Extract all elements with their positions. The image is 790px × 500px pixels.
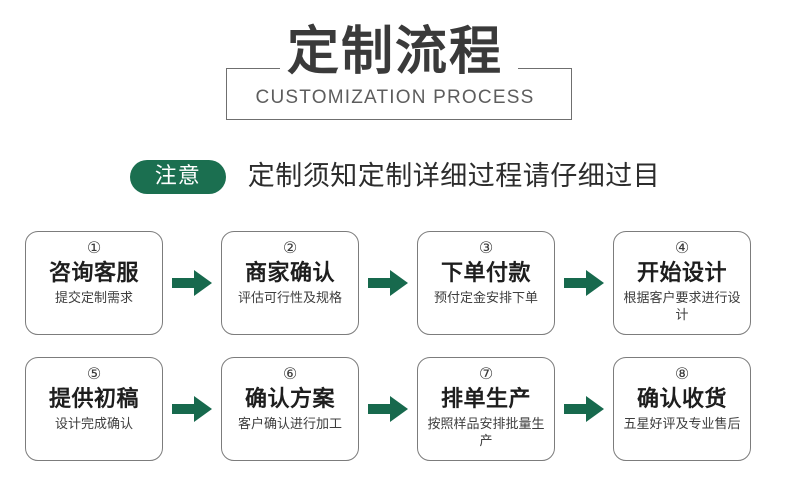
step-title: 确认收货 bbox=[636, 387, 727, 412]
step-row-2: ⑤ 提供初稿 设计完成确认 ⑥ 确认方案 客户确认进行加工 ⑦ 排单生产 按照样… bbox=[0, 354, 790, 464]
step-title: 开始设计 bbox=[636, 261, 727, 286]
step-number: ④ bbox=[674, 238, 690, 257]
arrow-right-icon bbox=[359, 394, 417, 424]
step-box-7[interactable]: ⑦ 排单生产 按照样品安排批量生产 bbox=[417, 357, 555, 461]
step-number: ③ bbox=[478, 238, 494, 257]
step-title: 商家确认 bbox=[244, 261, 335, 286]
step-number: ⑥ bbox=[282, 364, 298, 383]
arrow-right-icon bbox=[555, 394, 613, 424]
step-number: ⑤ bbox=[86, 364, 102, 383]
notice-text: 定制须知定制详细过程请仔细过目 bbox=[247, 161, 661, 192]
page-header: 定制流程 CUSTOMIZATION PROCESS bbox=[0, 0, 790, 140]
notice-bar: 注意 定制须知定制详细过程请仔细过目 bbox=[0, 155, 790, 199]
step-title: 提供初稿 bbox=[48, 387, 139, 412]
title-frame-gap bbox=[280, 62, 518, 76]
step-title: 下单付款 bbox=[440, 261, 531, 286]
process-steps: ① 咨询客服 提交定制需求 ② 商家确认 评估可行性及规格 ③ 下单付款 预付定… bbox=[0, 228, 790, 464]
step-title: 确认方案 bbox=[244, 387, 335, 412]
step-number: ⑧ bbox=[674, 364, 690, 383]
step-description: 提交定制需求 bbox=[54, 291, 133, 306]
step-description: 客户确认进行加工 bbox=[237, 417, 342, 432]
step-box-3[interactable]: ③ 下单付款 预付定金安排下单 bbox=[417, 231, 555, 335]
step-box-6[interactable]: ⑥ 确认方案 客户确认进行加工 bbox=[221, 357, 359, 461]
arrow-right-icon bbox=[163, 394, 221, 424]
step-description: 五星好评及专业售后 bbox=[623, 417, 741, 432]
step-box-5[interactable]: ⑤ 提供初稿 设计完成确认 bbox=[25, 357, 163, 461]
arrow-right-icon bbox=[555, 268, 613, 298]
status-badge: 注意 bbox=[129, 160, 226, 194]
step-description: 预付定金安排下单 bbox=[433, 291, 538, 306]
step-description: 按照样品安排批量生产 bbox=[427, 417, 545, 449]
step-row-1: ① 咨询客服 提交定制需求 ② 商家确认 评估可行性及规格 ③ 下单付款 预付定… bbox=[0, 228, 790, 338]
arrow-right-icon bbox=[359, 268, 417, 298]
step-box-1[interactable]: ① 咨询客服 提交定制需求 bbox=[25, 231, 163, 335]
step-description: 评估可行性及规格 bbox=[237, 291, 342, 306]
step-box-8[interactable]: ⑧ 确认收货 五星好评及专业售后 bbox=[613, 357, 751, 461]
step-title: 排单生产 bbox=[440, 387, 531, 412]
step-box-4[interactable]: ④ 开始设计 根据客户要求进行设计 bbox=[613, 231, 751, 335]
arrow-right-icon bbox=[163, 268, 221, 298]
step-description: 根据客户要求进行设计 bbox=[623, 291, 741, 323]
page-title: 定制流程 bbox=[286, 22, 503, 82]
step-number: ① bbox=[86, 238, 102, 257]
step-title: 咨询客服 bbox=[48, 261, 139, 286]
page-subtitle: CUSTOMIZATION PROCESS bbox=[255, 87, 535, 108]
step-number: ⑦ bbox=[478, 364, 494, 383]
step-number: ② bbox=[282, 238, 298, 257]
step-box-2[interactable]: ② 商家确认 评估可行性及规格 bbox=[221, 231, 359, 335]
step-description: 设计完成确认 bbox=[54, 417, 133, 432]
